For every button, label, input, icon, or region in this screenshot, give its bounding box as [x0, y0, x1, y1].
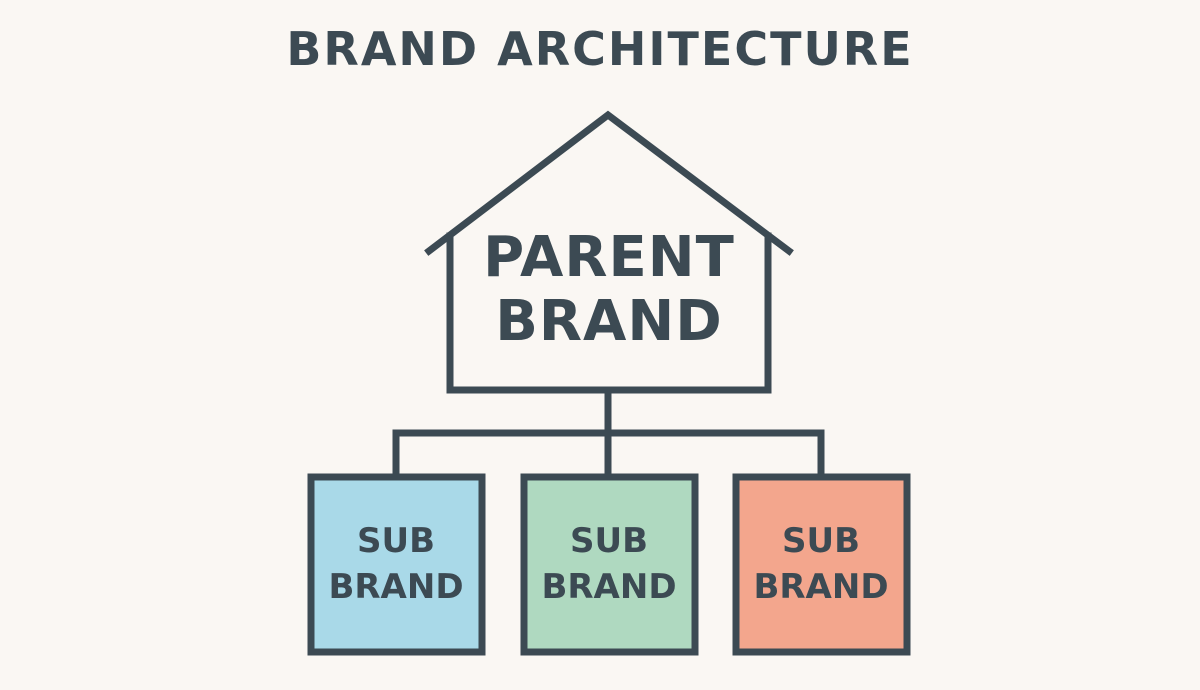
sub-brand-label-3: SUB BRAND: [736, 518, 906, 610]
parent-brand-label: PARENT BRAND: [450, 226, 768, 354]
parent-brand-line1: PARENT: [483, 225, 735, 290]
sub-brand-3-line1: SUB: [781, 521, 860, 561]
sub-brand-1-line2: BRAND: [328, 567, 464, 607]
parent-brand-line2: BRAND: [495, 289, 723, 354]
sub-brand-box-2: [520, 473, 699, 656]
sub-brand-2-line1: SUB: [569, 521, 648, 561]
sub-brand-3-line2: BRAND: [753, 567, 889, 607]
sub-brand-2-line2: BRAND: [541, 567, 677, 607]
sub-brand-1-line1: SUB: [356, 521, 435, 561]
sub-brand-box-3: [732, 473, 911, 656]
sub-brand-box-1: [307, 473, 486, 656]
diagram-title: BRAND ARCHITECTURE: [286, 22, 914, 76]
sub-brand-label-1: SUB BRAND: [311, 518, 481, 610]
sub-brand-label-2: SUB BRAND: [524, 518, 694, 610]
